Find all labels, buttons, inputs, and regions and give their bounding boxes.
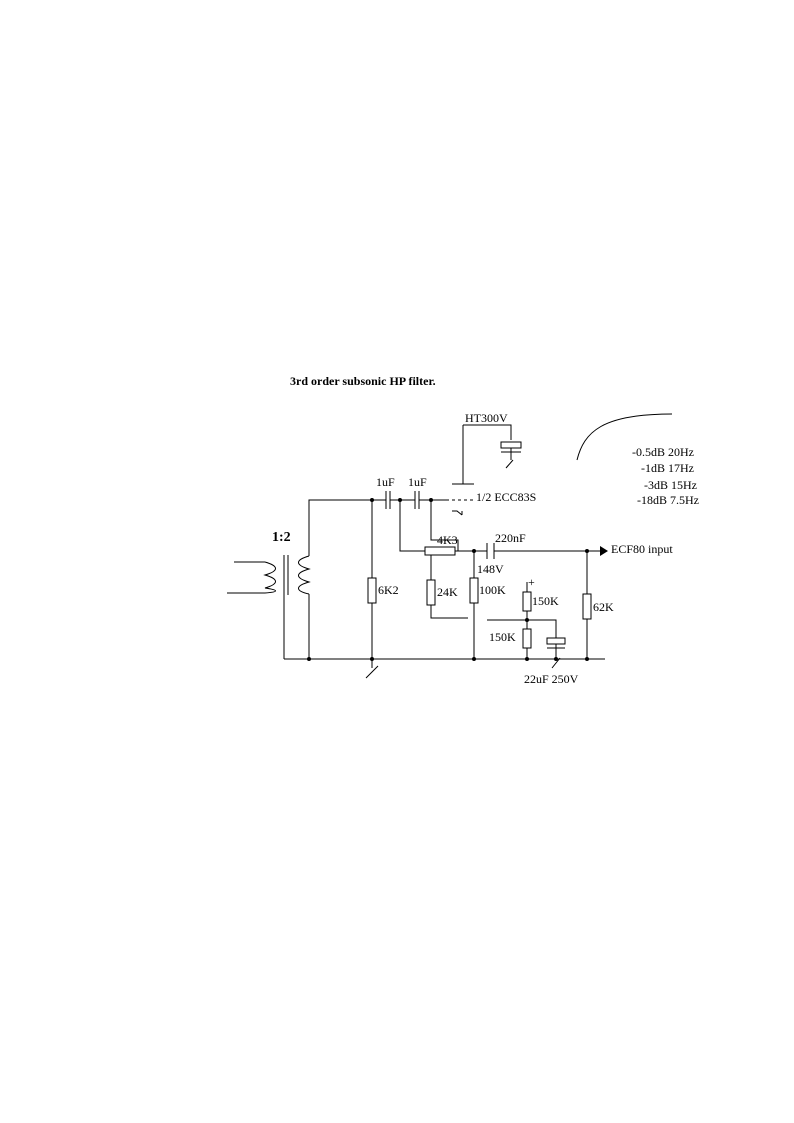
plus-sign: + — [528, 575, 535, 589]
output-arrow — [600, 546, 608, 556]
capacitor-supply — [500, 441, 522, 453]
r-24k-label: 24K — [437, 585, 458, 599]
cap-220nf-label: 220nF — [495, 531, 526, 545]
cap2-label: 1uF — [408, 475, 427, 489]
ground-symbol-22uf — [551, 657, 561, 669]
r-4k3-label: 4K3 — [437, 533, 458, 547]
diagram-title: 3rd order subsonic HP filter. — [290, 374, 436, 388]
junction-dot — [472, 657, 476, 661]
resistor-4k3 — [424, 546, 456, 556]
r-150k-top-label: 150K — [532, 594, 559, 608]
resistor-62k — [582, 593, 592, 620]
junction-dot — [585, 549, 589, 553]
junction-dot — [554, 657, 558, 661]
junction-dot — [429, 498, 433, 502]
r-100k-label: 100K — [479, 583, 506, 597]
transformer: 1:2 — [227, 530, 311, 659]
r-6k2-label: 6K2 — [378, 583, 399, 597]
supply-label: HT300V — [465, 411, 508, 425]
r-62k-label: 62K — [593, 600, 614, 614]
response-line-1: -0.5dB 20Hz — [632, 445, 694, 459]
response-curve — [576, 413, 673, 461]
ground-symbol-main — [365, 659, 379, 679]
capacitor-22uf — [546, 637, 566, 649]
capacitor-220nf — [486, 543, 495, 559]
output-label: ECF80 input — [611, 542, 673, 556]
ground-symbol-supply — [505, 459, 514, 469]
response-line-2: -1dB 17Hz — [641, 461, 694, 475]
cap-22uf-label: 22uF 250V — [524, 672, 579, 686]
resistor-6k2 — [367, 577, 377, 604]
transformer-ratio-label: 1:2 — [272, 530, 291, 545]
r-150k-bottom-label: 150K — [489, 630, 516, 644]
junction-dot — [525, 657, 529, 661]
capacitor-1uf-first — [385, 491, 391, 509]
junction-dot — [585, 657, 589, 661]
resistor-24k — [426, 579, 436, 606]
junction-dot — [307, 657, 311, 661]
junction-dot — [525, 618, 529, 622]
resistor-150k-bottom — [522, 628, 532, 649]
junction-dot — [398, 498, 402, 502]
junction-dots — [307, 498, 589, 661]
capacitor-1uf-second — [414, 491, 420, 509]
response-line-4: -18dB 7.5Hz — [637, 493, 699, 507]
resistor-100k — [469, 577, 479, 604]
response-line-3: -3dB 15Hz — [644, 478, 697, 492]
junction-dot — [370, 657, 374, 661]
resistor-150k-top — [522, 591, 532, 612]
cap1-label: 1uF — [376, 475, 395, 489]
wires — [284, 424, 605, 660]
tube-label: 1/2 ECC83S — [476, 490, 536, 504]
voltage-label: 148V — [477, 562, 504, 576]
junction-dot — [472, 549, 476, 553]
junction-dot — [370, 498, 374, 502]
